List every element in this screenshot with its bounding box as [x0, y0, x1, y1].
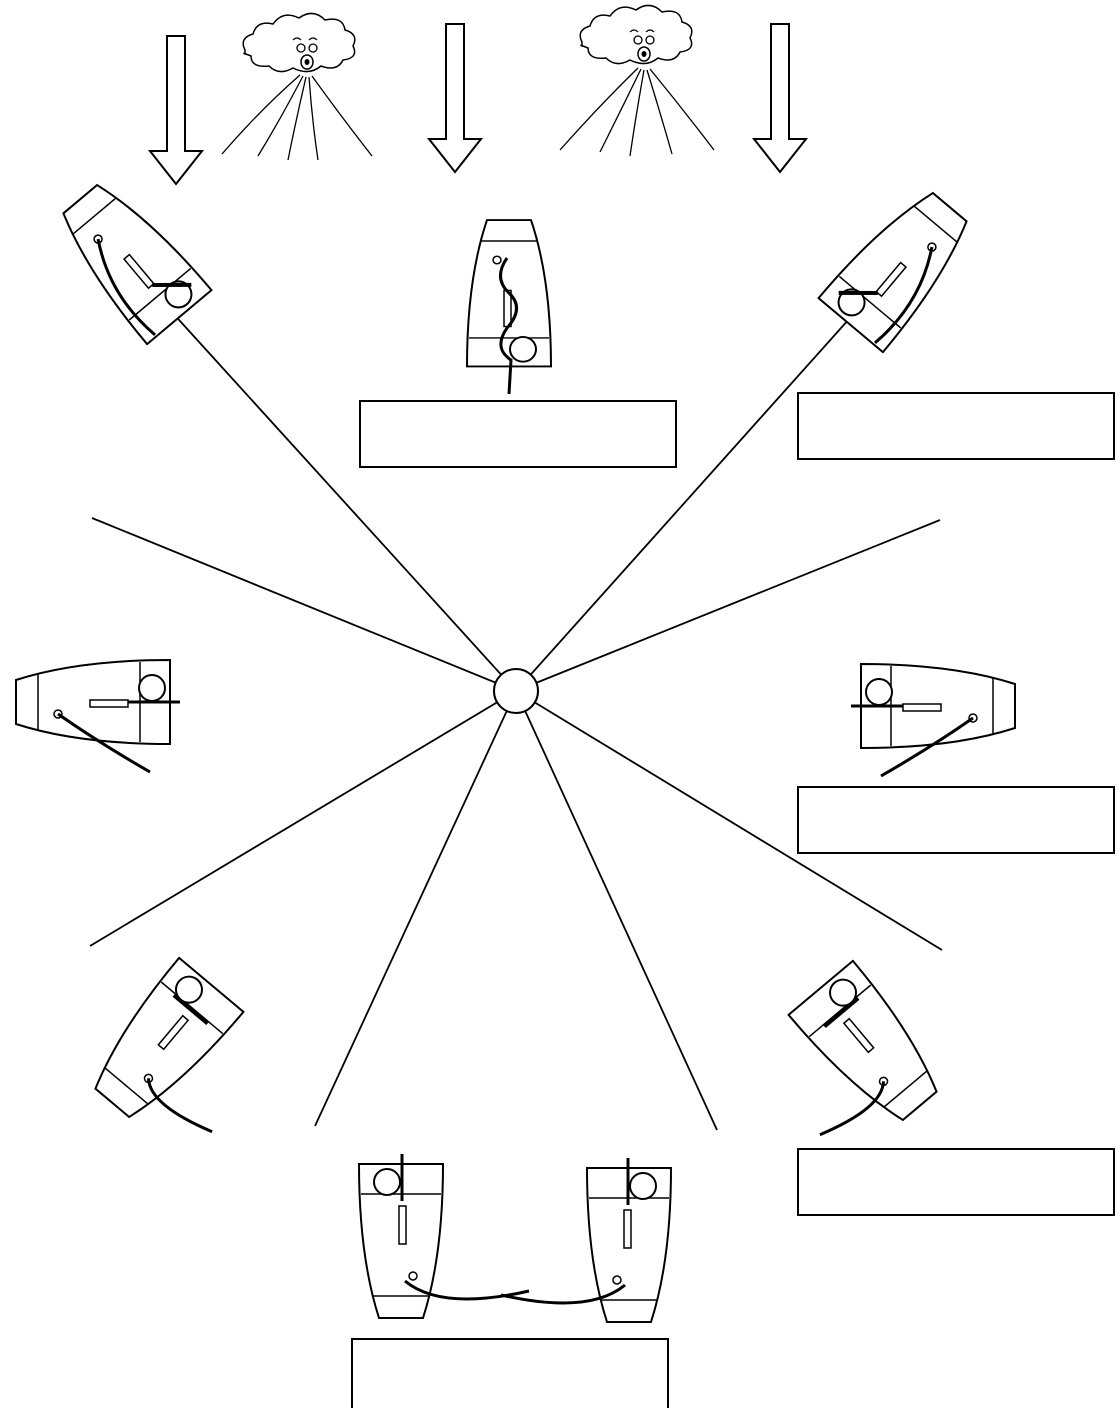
wind-arrow-icon	[753, 23, 807, 173]
sailing-dinghy-icon	[15, 659, 180, 774]
sailing-dinghy-icon	[79, 956, 245, 1134]
answer-box-right[interactable]	[797, 786, 1115, 854]
sailing-dinghy-icon	[817, 179, 983, 354]
answer-box-top[interactable]	[359, 400, 677, 468]
sailing-dinghy-icon	[47, 171, 213, 346]
wind-cloud-face-icon	[221, 12, 373, 161]
answer-box-bottom[interactable]	[351, 1338, 669, 1408]
answer-box-lower-right[interactable]	[797, 1148, 1115, 1216]
sailing-dinghy-icon	[787, 959, 953, 1137]
centre-buoy-icon	[493, 668, 539, 714]
wind-cloud-face-icon	[559, 4, 715, 157]
sailing-dinghy-icon	[466, 219, 552, 395]
sailing-dinghy-icon	[358, 1154, 530, 1319]
wind-arrow-icon	[149, 35, 203, 185]
wind-arrow-icon	[428, 23, 482, 173]
answer-box-top-right[interactable]	[797, 392, 1115, 460]
sailing-dinghy-icon	[500, 1158, 672, 1323]
sailing-dinghy-icon	[851, 663, 1016, 778]
radial-lines	[89, 309, 943, 1131]
